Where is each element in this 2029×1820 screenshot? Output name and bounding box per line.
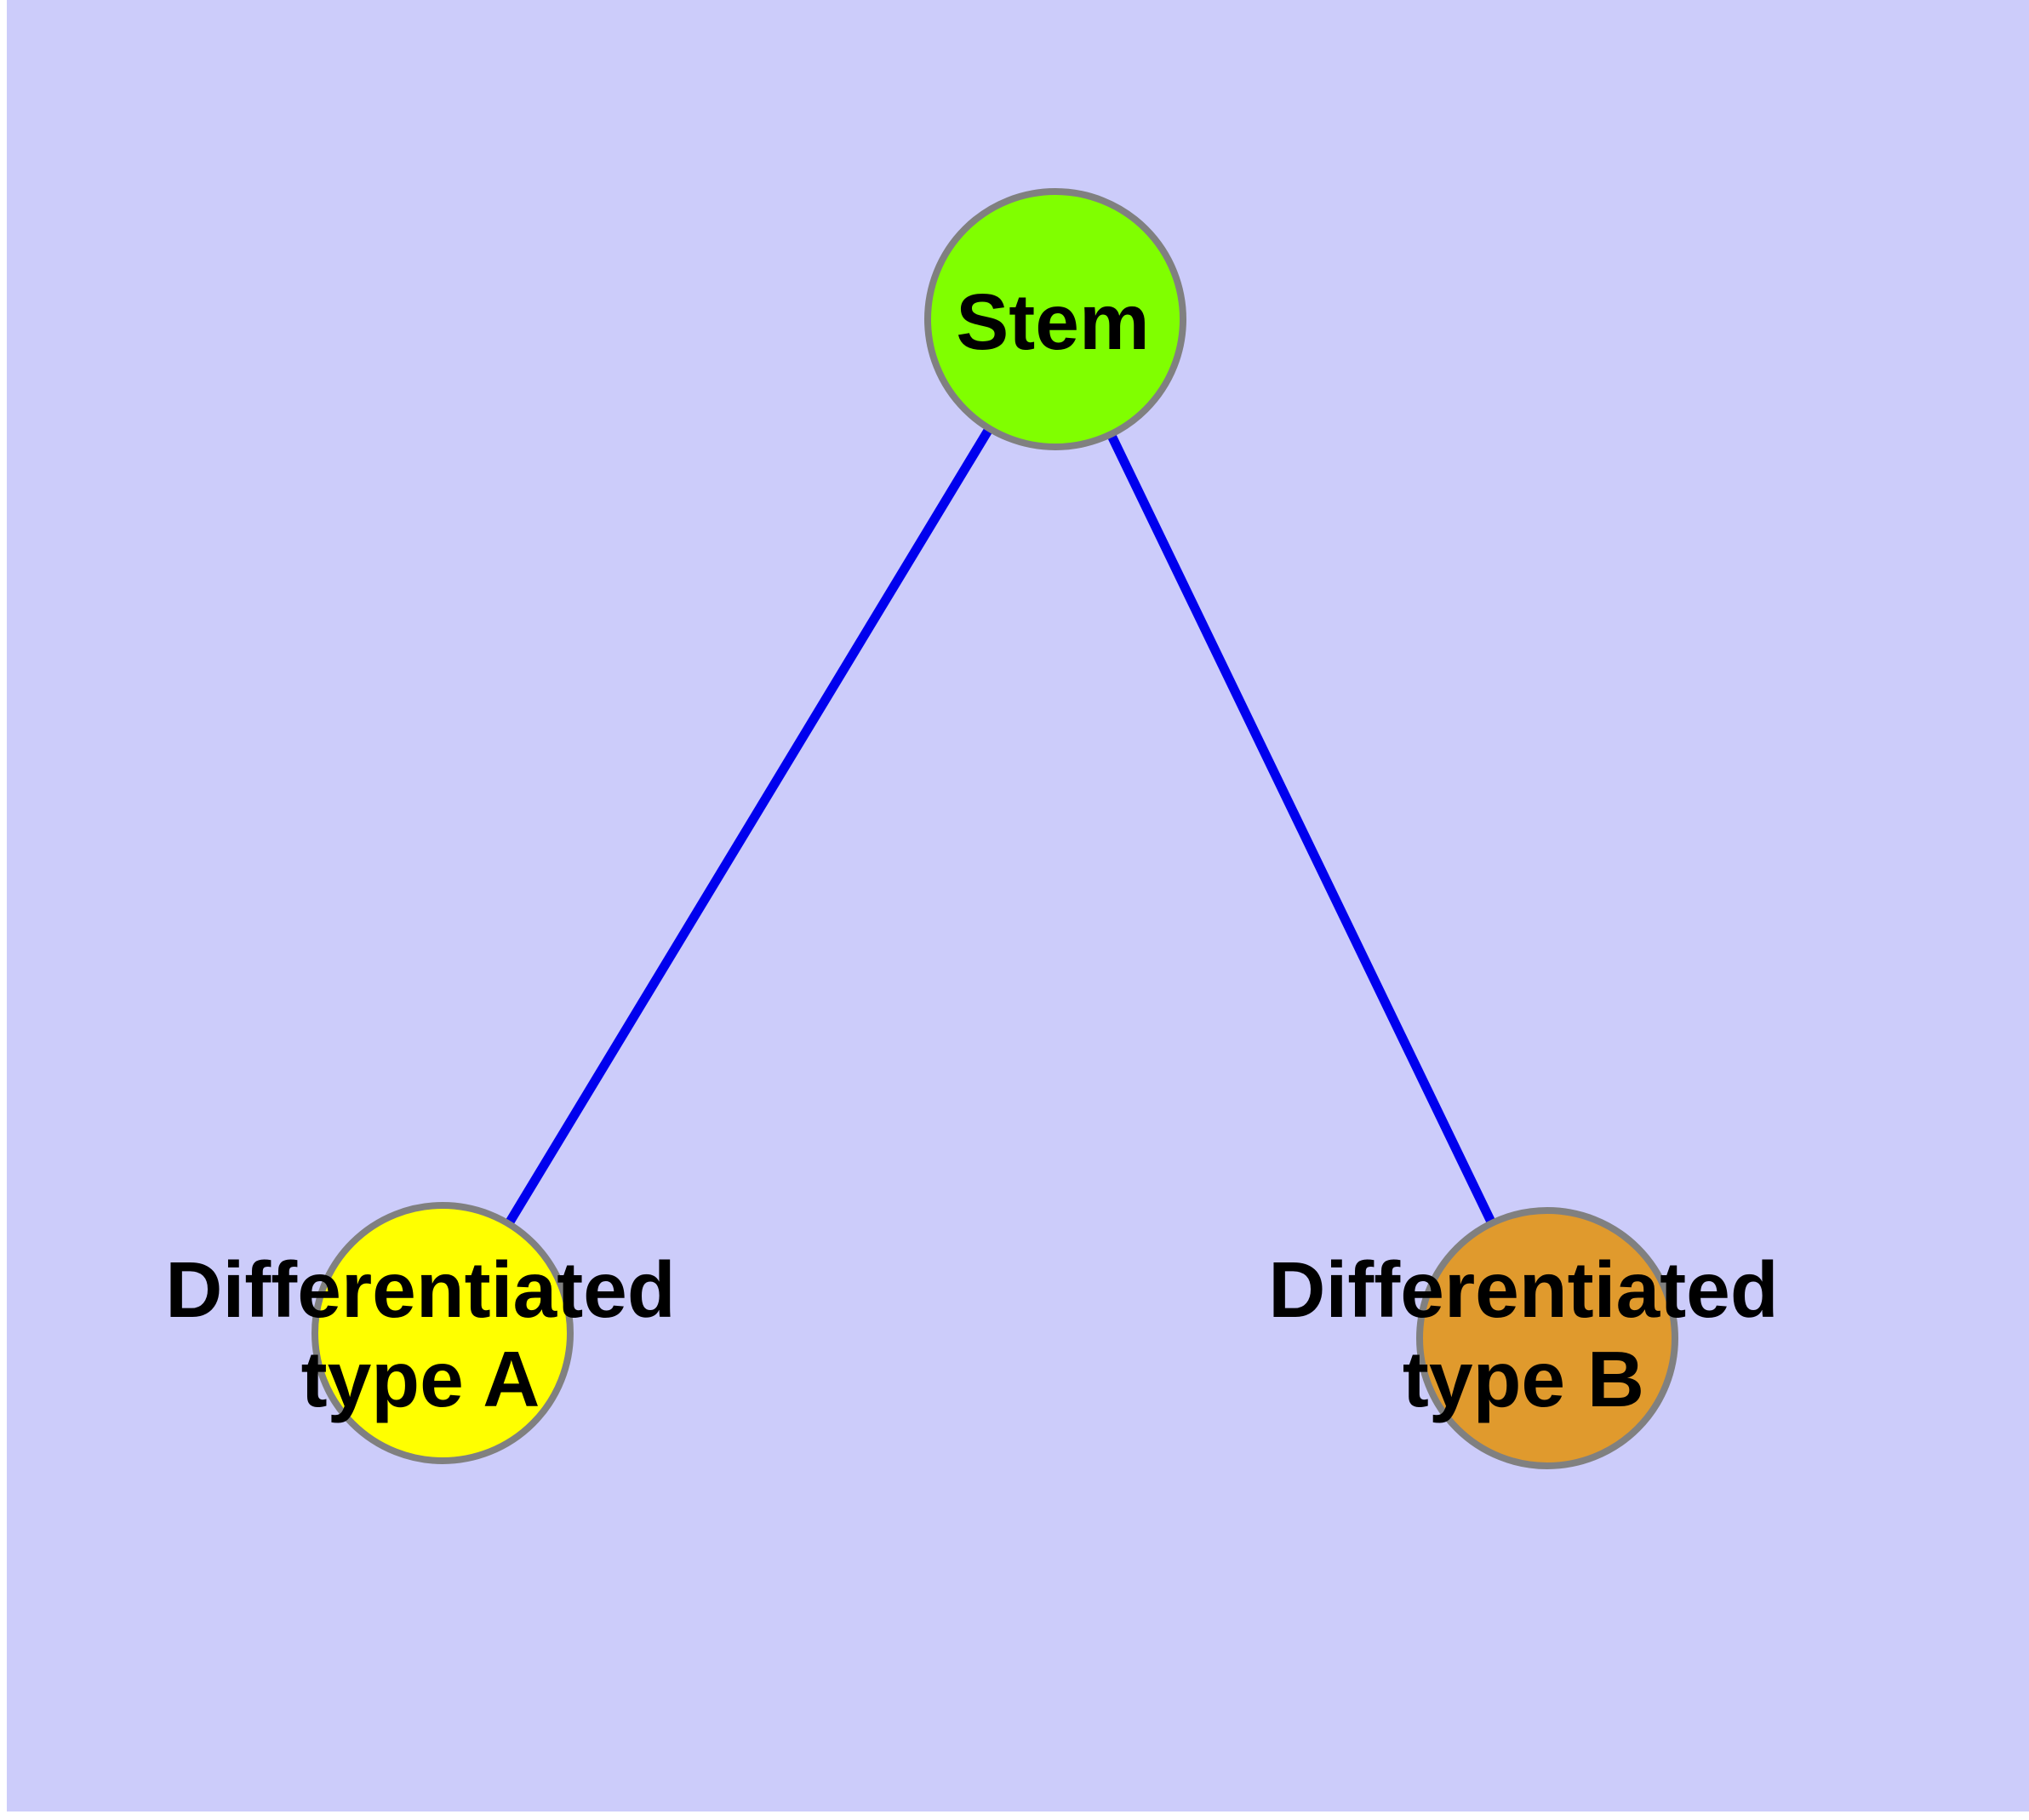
node-layer bbox=[311, 188, 1678, 1469]
edge-stem-to-differentiated-type-b[interactable] bbox=[1105, 429, 1498, 1228]
edge-layer bbox=[502, 423, 1498, 1229]
edge-stem-to-differentiated-type-a[interactable] bbox=[502, 423, 996, 1229]
node-differentiated-type-a[interactable] bbox=[311, 1202, 574, 1464]
node-stem-circle[interactable] bbox=[924, 188, 1186, 450]
label-line: type B bbox=[1403, 1335, 1644, 1423]
node-differentiated-type-b[interactable] bbox=[1416, 1207, 1678, 1469]
label-line: Stem bbox=[956, 278, 1149, 366]
node-stem-label: Stem bbox=[956, 278, 1149, 366]
label-line: type A bbox=[301, 1335, 540, 1423]
node-stem[interactable] bbox=[924, 188, 1186, 450]
label-line: Differentiated bbox=[165, 1245, 675, 1334]
label-line: Differentiated bbox=[1268, 1245, 1778, 1334]
node-differentiated-type-a-circle[interactable] bbox=[311, 1202, 574, 1464]
node-differentiated-type-b-circle[interactable] bbox=[1416, 1207, 1678, 1469]
